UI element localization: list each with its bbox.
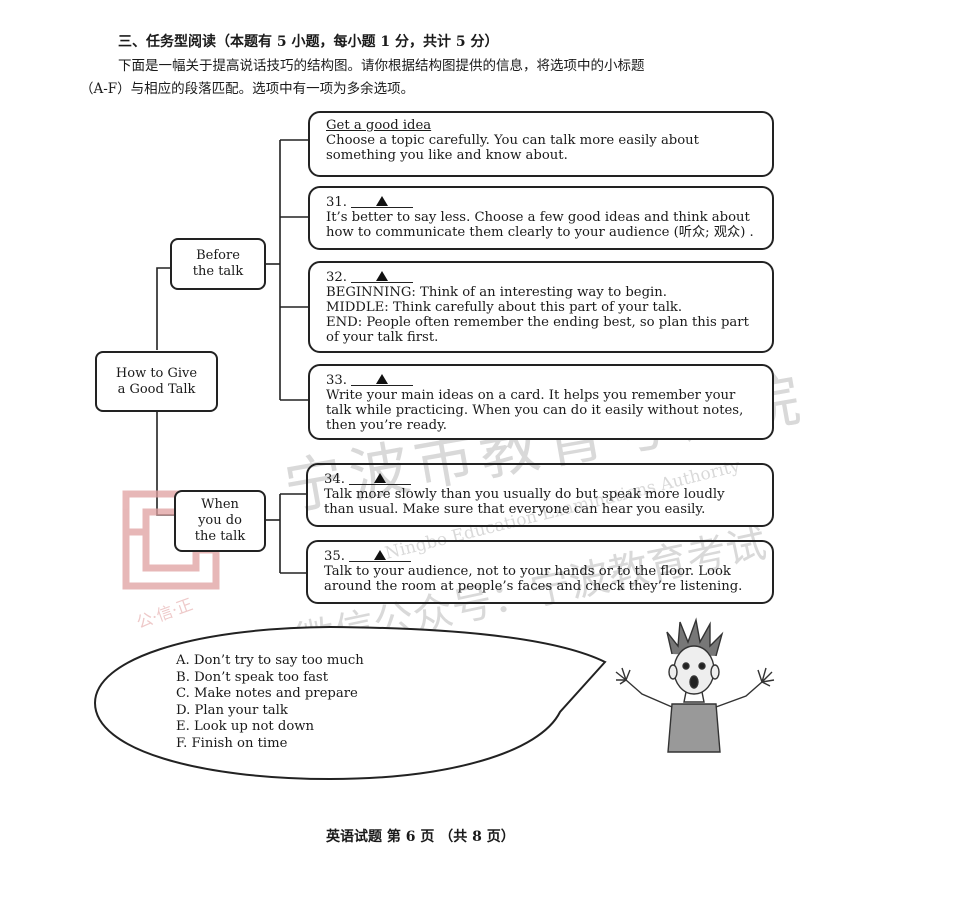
option-a: A. Don’t try to say too much xyxy=(176,653,364,668)
box-1-line-2: something you like and know about. xyxy=(326,148,568,163)
before-node-line-2: the talk xyxy=(192,264,244,279)
box-question-31: 31. It’s better to say less. Choose a fe… xyxy=(308,186,774,250)
box-question-35: 35. Talk to your audience, not to your h… xyxy=(306,540,774,604)
answer-blank-34[interactable] xyxy=(349,473,412,485)
option-b: B. Don’t speak too fast xyxy=(176,669,329,685)
options-list: A. Don’t try to say too much B. Don’t sp… xyxy=(176,653,364,753)
box-34-line-2: than usual. Make sure that everyone can … xyxy=(324,502,706,517)
instruction-line-1: 下面是一幅关于提高说话技巧的结构图。请你根据结构图提供的信息，将选项中的小标题 xyxy=(118,58,645,74)
box-34-line-1: Talk more slowly than you usually do but… xyxy=(324,487,725,502)
box-question-33: 33. Write your main ideas on a card. It … xyxy=(308,364,774,440)
triangle-marker-icon xyxy=(376,271,389,281)
surprised-boy-illustration xyxy=(615,617,775,753)
option-c: C. Make notes and prepare xyxy=(176,686,358,702)
when-node-line-2: you do xyxy=(198,513,242,528)
box-31-line-2: how to communicate them clearly to your … xyxy=(326,225,754,240)
box-question-32: 32. BEGINNING: Think of an interesting w… xyxy=(308,261,774,353)
box-35-line-1: Talk to your audience, not to your hands… xyxy=(324,564,731,579)
box-33-line-2: talk while practicing. When you can do i… xyxy=(326,403,744,418)
root-node-line-2: a Good Talk xyxy=(117,381,196,397)
triangle-marker-icon xyxy=(374,473,387,483)
answer-blank-32[interactable] xyxy=(351,271,414,283)
answer-blank-35[interactable] xyxy=(349,550,412,562)
box-33-line-3: then you’re ready. xyxy=(326,418,447,433)
question-31-number: 31. xyxy=(326,195,347,210)
root-node-line-1: How to Give xyxy=(115,365,198,381)
box-35-line-2: around the room at people’s faces and ch… xyxy=(324,579,743,594)
box-question-34: 34. Talk more slowly than you usually do… xyxy=(306,463,774,527)
answer-blank-33[interactable] xyxy=(351,374,414,386)
box-32-line-3: END: People often remember the ending be… xyxy=(326,315,749,330)
triangle-marker-icon xyxy=(376,374,389,384)
option-f: F. Finish on time xyxy=(176,735,288,751)
box-33-line-1: Write your main ideas on a card. It help… xyxy=(326,388,736,403)
when-node-line-1: When xyxy=(201,497,239,512)
when-node-line-3: the talk xyxy=(194,529,246,544)
triangle-marker-icon xyxy=(376,196,389,206)
box-get-a-good-idea: Get a good idea Choose a topic carefully… xyxy=(308,111,774,177)
box-31-line-1: It’s better to say less. Choose a few go… xyxy=(326,210,750,225)
section-title: 三、任务型阅读（本题有 5 小题，每小题 1 分，共计 5 分） xyxy=(118,34,499,50)
box-1-title: Get a good idea xyxy=(326,118,432,133)
question-33-number: 33. xyxy=(326,373,347,388)
option-d: D. Plan your talk xyxy=(176,702,288,718)
option-e: E. Look up not down xyxy=(176,719,315,735)
question-35-number: 35. xyxy=(324,549,345,564)
box-1-line-1: Choose a topic carefully. You can talk m… xyxy=(326,133,699,148)
box-32-line-4: of your talk first. xyxy=(326,330,439,345)
answer-blank-31[interactable] xyxy=(351,196,414,208)
triangle-marker-icon xyxy=(374,550,387,560)
before-node-line-1: Before xyxy=(196,248,240,263)
box-32-line-2: MIDDLE: Think carefully about this part … xyxy=(326,300,683,315)
question-32-number: 32. xyxy=(326,270,347,285)
box-32-line-1: BEGINNING: Think of an interesting way t… xyxy=(326,285,667,300)
page-footer: 英语试题 第 6 页 （共 8 页） xyxy=(326,829,515,845)
instruction-line-2: （A-F）与相应的段落匹配。选项中有一项为多余选项。 xyxy=(80,81,415,97)
question-34-number: 34. xyxy=(324,472,345,487)
